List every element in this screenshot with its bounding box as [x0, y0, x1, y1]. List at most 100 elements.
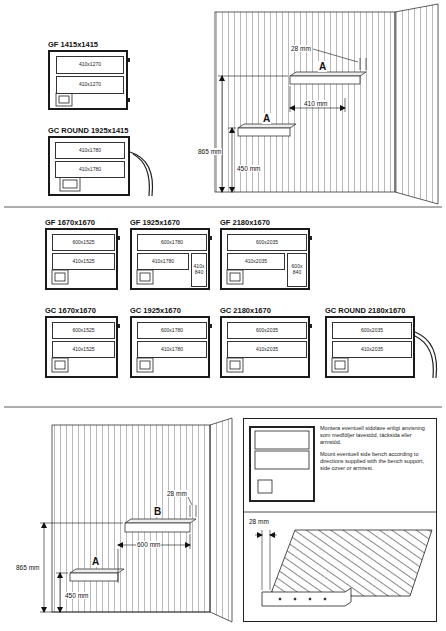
wall-bottom [70, 569, 124, 573]
side-bench-detail [262, 588, 351, 606]
side-bench-detail [294, 598, 296, 600]
part-letter: A [262, 113, 271, 124]
door-hinge [116, 58, 312, 328]
bench-size: 410x 840 [192, 264, 206, 276]
bench-size: 410x1780 [161, 347, 183, 353]
dimension-line [118, 549, 119, 583]
dimension-line [290, 86, 291, 112]
wall-top [290, 76, 360, 84]
bench-outline: 410x1780 [137, 253, 189, 270]
heater-symbol [63, 180, 77, 188]
dimension-line [190, 534, 191, 549]
bench-outline: 600x1525 [52, 322, 115, 339]
dimension-line [366, 58, 367, 70]
dimension-line [40, 612, 210, 613]
bench-outline: 410x1270 [56, 76, 124, 94]
section-divider [4, 207, 442, 407]
round-glass-wall [130, 152, 437, 378]
bench-size: 410x1525 [73, 259, 95, 265]
bench-size: 600x 840 [288, 264, 306, 276]
wall-bottom [52, 418, 232, 622]
side-bench-detail [255, 535, 262, 536]
wall-bottom [70, 573, 118, 581]
dimension-line [232, 128, 233, 192]
dimension-line [44, 523, 45, 612]
heater-symbol [140, 273, 150, 281]
heater-symbol [227, 270, 243, 284]
bench-outline: 600x2035 [332, 322, 412, 339]
dimension-line [196, 505, 197, 517]
heater-symbol [137, 358, 153, 372]
model-title: GC 1925x1670 [130, 306, 181, 315]
bench-outline: 600x1780 [137, 234, 207, 251]
side-bench-detail [243, 512, 437, 513]
note-text: Mount eventuell side bench according to … [320, 451, 430, 472]
dimension-line [40, 523, 123, 524]
side-bench-detail [262, 530, 263, 590]
dimension-line [190, 505, 191, 517]
sauna-floor-plan: GF 2180x1670600x2035410x2035600x 840 [220, 228, 310, 290]
dimension-line [188, 497, 192, 505]
bench-size: 600x1780 [161, 328, 183, 334]
wall-top [238, 124, 296, 128]
dimension-line [228, 128, 236, 129]
bench-size: 600x1525 [73, 240, 95, 246]
bench-size: 410x1525 [73, 347, 95, 353]
side-bench-detail [309, 598, 311, 600]
bench-size: 410x2035 [361, 347, 383, 353]
sauna-floor-plan: GF 1415x1415410x1270410x1270 [48, 50, 128, 110]
wall-top [215, 12, 395, 192]
bench-outline: 410x1780 [55, 142, 125, 159]
heater-symbol [52, 358, 68, 372]
heater-symbol [230, 361, 240, 369]
heater-symbol [60, 177, 80, 191]
dimension-line [60, 573, 61, 612]
side-bench-detail [279, 598, 281, 600]
dimension-line [218, 76, 288, 77]
bench-outline: 410x2035 [332, 341, 412, 358]
wall-bottom [52, 425, 210, 612]
bench-outline: 600x1525 [52, 234, 115, 251]
dimension-label: 450 mm [64, 592, 89, 599]
dimension-label: 450 mm [236, 165, 261, 172]
dimension-label: 28 mm [248, 518, 270, 525]
side-bench-detail [250, 427, 314, 501]
dimension-label: 410 mm [303, 100, 328, 107]
sauna-floor-plan: GC 1670x1670600x1525410x1525 [45, 316, 118, 378]
model-title: GC 2180x1670 [220, 306, 271, 315]
dimension-line [56, 573, 68, 574]
bench-size: 600x1525 [73, 328, 95, 334]
bench-outline: 410x1525 [52, 253, 115, 270]
bench-size: 600x2035 [256, 240, 278, 246]
side-bench-detail [270, 535, 277, 536]
bench-outline: 600x 840 [287, 253, 307, 287]
bench-outline: 410x1780 [55, 161, 125, 178]
heater-symbol [140, 361, 150, 369]
part-letter: A [91, 556, 100, 567]
bench-outline: 410x2035 [227, 253, 285, 270]
bench-size: 600x2035 [256, 328, 278, 334]
bench-outline: 600x2035 [227, 234, 307, 251]
round-glass-wall [133, 154, 149, 196]
bench-outline: 600x1780 [137, 322, 207, 339]
side-bench-detail [270, 530, 432, 596]
bench-size: 410x1270 [79, 82, 101, 88]
note-text: Montera eventuell sidolave enligt anvisn… [320, 425, 430, 446]
dimension-line [345, 98, 346, 112]
wall-bottom [210, 418, 232, 622]
heater-symbol [55, 273, 65, 281]
sauna-floor-plan: GC ROUND 1925x1415410x1780410x1780 [48, 136, 130, 196]
wall-top [238, 128, 290, 136]
dimension-label: 865 mm [197, 148, 222, 155]
side-bench-detail [258, 480, 272, 493]
model-title: GC ROUND 1925x1415 [48, 126, 128, 135]
heater-symbol [59, 96, 69, 103]
bench-size: 410x2035 [256, 347, 278, 353]
side-bench-detail [255, 431, 309, 449]
heater-symbol [332, 358, 348, 372]
wall-top [290, 72, 366, 76]
bench-outline: 410x2035 [227, 341, 307, 358]
dimension-line [40, 497, 210, 612]
heater-symbol [55, 361, 65, 369]
